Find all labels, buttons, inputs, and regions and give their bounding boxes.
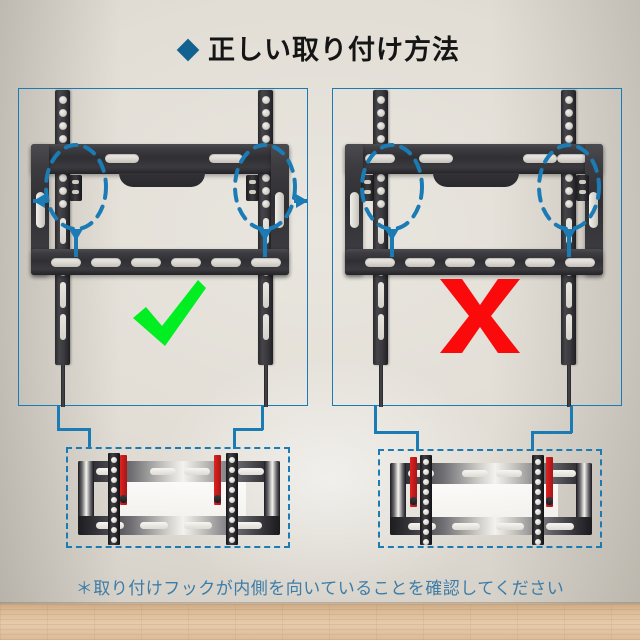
closeup-hook-right-nub bbox=[546, 497, 553, 505]
mount-hook-left bbox=[69, 175, 82, 201]
wall-plate-center-dip bbox=[433, 173, 519, 187]
wall-plate-top-rail bbox=[345, 144, 603, 174]
closeup-hook-left-inward bbox=[120, 455, 127, 505]
connector-line-right-b-drop bbox=[531, 431, 534, 451]
closeup-hook-right-inward bbox=[214, 455, 221, 505]
closeup-hook-left-nub bbox=[410, 497, 417, 505]
mount-hook-left bbox=[361, 175, 374, 201]
wall-plate-top-rail bbox=[31, 144, 289, 174]
connector-line-left-a-vert bbox=[57, 406, 60, 430]
closeup-arm-right bbox=[226, 453, 238, 545]
tv-wall-mount-bracket-incorrect bbox=[333, 89, 621, 407]
mount-arm-left-tail bbox=[61, 365, 65, 407]
connector-line-left-b-vert bbox=[261, 406, 264, 430]
correct-installation-panel bbox=[18, 88, 308, 407]
mount-arm-right bbox=[561, 90, 576, 365]
closeup-hook-left-outward bbox=[410, 457, 417, 507]
correct-check-icon bbox=[133, 280, 206, 346]
mount-hook-right bbox=[576, 175, 589, 201]
connector-line-left-a-horz bbox=[57, 428, 90, 431]
closeup-arm-left bbox=[108, 453, 120, 545]
wall-plate-left-edge bbox=[345, 144, 363, 275]
mount-arm-left bbox=[55, 90, 70, 365]
closeup-hook-left-nub bbox=[120, 495, 127, 503]
connector-line-left-b-drop bbox=[233, 428, 236, 449]
incorrect-cross-icon bbox=[440, 279, 520, 353]
mount-arm-left bbox=[373, 90, 388, 365]
wall-plate-bottom-rail bbox=[31, 249, 289, 275]
wall-plate-center-dip bbox=[119, 173, 205, 187]
blue-diamond-icon bbox=[176, 38, 200, 62]
closeup-arm-right bbox=[532, 455, 544, 545]
closeup-bracket-incorrect bbox=[380, 451, 600, 546]
connector-line-right-b-vert bbox=[570, 406, 573, 433]
closeup-hook-right-nub bbox=[214, 495, 221, 503]
closeup-hook-right-outward bbox=[546, 457, 553, 507]
closeup-bracket-correct bbox=[68, 449, 288, 546]
correct-hook-closeup bbox=[66, 447, 290, 548]
floor-edge bbox=[0, 602, 640, 605]
page-title-text: 正しい取り付け方法 bbox=[208, 35, 460, 65]
incorrect-hook-closeup bbox=[378, 449, 602, 548]
connector-line-left-a-drop bbox=[88, 428, 91, 449]
connector-line-right-a-drop bbox=[416, 431, 419, 451]
mount-arm-right-tail bbox=[567, 365, 571, 407]
wall-plate-bottom-rail bbox=[345, 249, 603, 275]
mount-hook-right bbox=[246, 175, 259, 201]
incorrect-installation-panel bbox=[332, 88, 622, 407]
mount-arm-left-tail bbox=[379, 365, 383, 407]
connector-line-right-a-horz bbox=[374, 431, 418, 434]
instruction-caption: ＊取り付けフックが内側を向いていることを確認してください bbox=[75, 579, 565, 598]
tv-wall-mount-bracket-correct bbox=[19, 89, 308, 407]
wood-floor bbox=[0, 604, 640, 640]
closeup-arm-left bbox=[420, 455, 432, 545]
connector-line-right-a-vert bbox=[374, 406, 377, 433]
connector-line-left-b-horz bbox=[233, 428, 263, 431]
wood-floor-grain bbox=[0, 604, 640, 640]
page-title: 正しい取り付け方法 bbox=[0, 28, 640, 67]
mount-arm-right-tail bbox=[264, 365, 268, 407]
connector-line-right-b-horz bbox=[531, 431, 572, 434]
